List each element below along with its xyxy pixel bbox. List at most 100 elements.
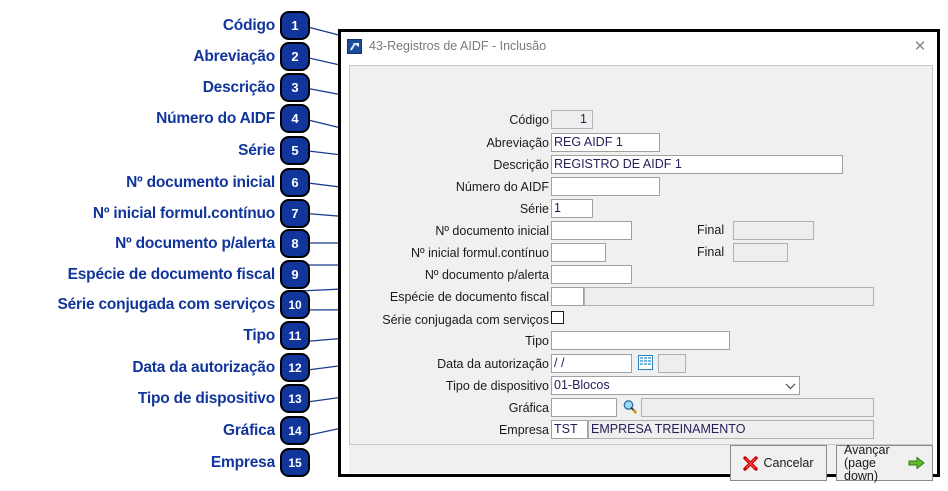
callout-badge-2: 2: [280, 42, 310, 71]
input-formul-continuo-final[interactable]: [733, 243, 788, 262]
input-grafica-code[interactable]: [551, 398, 617, 417]
input-doc-inicial[interactable]: [551, 221, 632, 240]
callout-item-1: Código 1: [0, 10, 310, 41]
input-abreviacao[interactable]: REG AIDF 1: [551, 133, 660, 152]
field-row-empresa: Empresa TST EMPRESA TREINAMENTO: [350, 420, 926, 440]
label-especie: Espécie de documento fiscal: [389, 290, 549, 304]
label-tipo-dispositivo: Tipo de dispositivo: [445, 379, 549, 393]
label-data-autorizacao: Data da autorização: [437, 357, 549, 371]
input-especie-code[interactable]: [551, 287, 584, 306]
callout-label-7: Nº inicial formul.contínuo: [92, 204, 275, 222]
input-doc-alerta[interactable]: [551, 265, 632, 284]
callout-badge-14: 14: [280, 416, 310, 445]
label-formul-continuo: Nº inicial formul.contínuo: [411, 246, 549, 260]
callout-item-12: Data da autorização 12: [0, 352, 310, 383]
callout-badge-1: 1: [280, 11, 310, 40]
close-icon[interactable]: ✕: [913, 37, 927, 55]
callout-item-4: Número do AIDF 4: [0, 103, 310, 134]
callout-badge-8: 8: [280, 229, 310, 258]
checkbox-serie-conjugada[interactable]: [551, 311, 564, 324]
label-abreviacao: Abreviação: [486, 136, 549, 150]
label-descricao: Descrição: [493, 158, 549, 172]
callout-badge-11: 11: [280, 321, 310, 350]
callout-list: Código 1 Abreviação 2 Descrição 3 Número…: [0, 0, 310, 491]
callout-badge-13: 13: [280, 384, 310, 413]
callout-item-3: Descrição 3: [0, 72, 310, 103]
field-row-especie: Espécie de documento fiscal: [350, 287, 926, 307]
callout-badge-9: 9: [280, 260, 310, 289]
x-mark-icon: [743, 455, 759, 471]
field-row-abreviacao: Abreviação REG AIDF 1: [350, 133, 926, 153]
input-codigo[interactable]: 1: [551, 110, 593, 129]
callout-label-13: Tipo de dispositivo: [137, 389, 275, 407]
calendar-icon[interactable]: [638, 355, 653, 370]
field-row-grafica: Gráfica: [350, 398, 926, 429]
input-doc-inicial-final[interactable]: [733, 221, 814, 240]
label-grafica: Gráfica: [508, 401, 549, 415]
callout-item-7: Nº inicial formul.contínuo 7: [0, 198, 310, 229]
label-formul-continuo-final: Final: [697, 245, 725, 259]
input-formul-continuo[interactable]: [551, 243, 606, 262]
field-row-numero-aidf: Número do AIDF: [350, 177, 926, 197]
field-row-formul-continuo: Nº inicial formul.contínuo Final: [350, 243, 926, 263]
callout-item-15: Empresa 15: [0, 447, 310, 478]
input-serie[interactable]: 1: [551, 199, 593, 218]
label-numero-aidf: Número do AIDF: [455, 180, 549, 194]
callout-item-10: Série conjugada com serviços 10: [0, 289, 310, 320]
field-row-tipo-dispositivo: Tipo de dispositivo 01-Blocos: [350, 376, 926, 396]
chevron-down-icon: [783, 377, 797, 394]
callout-label-9: Espécie de documento fiscal: [67, 265, 276, 283]
callout-badge-15: 15: [280, 448, 310, 477]
input-grafica-desc: [641, 398, 874, 417]
advance-button-label-line1: Avançar: [844, 442, 890, 457]
cancel-button[interactable]: Cancelar: [730, 445, 827, 481]
callout-label-14: Gráfica: [222, 421, 275, 439]
window-title: 43-Registros de AIDF - Inclusão: [369, 39, 547, 53]
label-serie-conjugada: Série conjugada com serviços: [382, 313, 549, 327]
callout-item-6: Nº documento inicial 6: [0, 167, 310, 198]
callout-item-5: Série 5: [0, 135, 310, 166]
field-row-data-autorizacao: Data da autorização / /: [350, 354, 926, 374]
input-empresa-code[interactable]: TST: [551, 420, 588, 439]
callout-badge-3: 3: [280, 73, 310, 102]
input-numero-aidf[interactable]: [551, 177, 660, 196]
field-row-tipo: Tipo: [350, 331, 926, 351]
callout-item-9: Espécie de documento fiscal 9: [0, 259, 310, 290]
arrow-right-icon: [908, 456, 925, 470]
callout-label-12: Data da autorização: [132, 358, 275, 376]
callout-badge-4: 4: [280, 104, 310, 133]
field-row-serie: Série 1: [350, 199, 926, 219]
dialog-footer: Cancelar Avançar (page down): [349, 443, 933, 482]
input-data-autorizacao-extra[interactable]: [658, 354, 686, 373]
callout-item-13: Tipo de dispositivo 13: [0, 383, 310, 414]
callout-label-15: Empresa: [210, 453, 275, 471]
label-codigo: Código: [509, 113, 549, 127]
callout-item-11: Tipo 11: [0, 320, 310, 351]
title-bar: 43-Registros de AIDF - Inclusão ✕: [341, 32, 937, 60]
callout-badge-7: 7: [280, 199, 310, 228]
callout-label-8: Nº documento p/alerta: [115, 234, 275, 252]
select-tipo-dispositivo[interactable]: 01-Blocos: [551, 376, 800, 395]
advance-button-label-line2: (page down): [844, 455, 879, 483]
select-tipo-dispositivo-value: 01-Blocos: [554, 378, 610, 392]
app-icon: [347, 38, 362, 54]
callout-label-3: Descrição: [202, 78, 276, 96]
input-tipo[interactable]: [551, 331, 730, 350]
input-empresa-desc: EMPRESA TREINAMENTO: [588, 420, 874, 439]
advance-button[interactable]: Avançar (page down): [836, 442, 933, 483]
input-data-autorizacao[interactable]: / /: [551, 354, 632, 373]
label-doc-inicial: Nº documento inicial: [435, 224, 549, 238]
dialog-window: 43-Registros de AIDF - Inclusão ✕ Código…: [338, 29, 940, 482]
callout-badge-5: 5: [280, 136, 310, 165]
callout-label-6: Nº documento inicial: [126, 173, 275, 191]
label-serie: Série: [519, 202, 549, 216]
field-row-doc-inicial: Nº documento inicial Final: [350, 221, 926, 241]
input-descricao[interactable]: REGISTRO DE AIDF 1: [551, 155, 843, 174]
label-empresa: Empresa: [498, 423, 549, 437]
field-row-doc-alerta: Nº documento p/alerta: [350, 265, 926, 285]
callout-label-10: Série conjugada com serviços: [57, 295, 275, 313]
callout-label-1: Código: [222, 16, 275, 34]
field-row-serie-conjugada: Série conjugada com serviços: [350, 310, 926, 330]
callout-badge-10: 10: [280, 290, 310, 319]
search-icon[interactable]: [622, 399, 638, 415]
